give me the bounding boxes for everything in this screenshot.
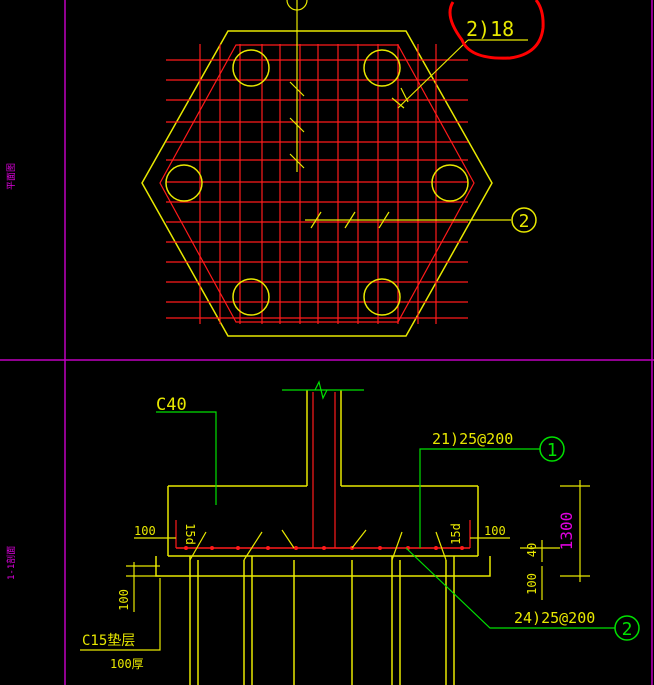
cushion-leader (80, 578, 161, 651)
rebar-dot (294, 546, 298, 550)
rebar-marker-1 (539, 436, 565, 462)
anchor-bar (243, 531, 263, 561)
hexagon-inner-rebar (159, 44, 475, 323)
pile-circle (363, 278, 401, 316)
leader-tick (400, 87, 409, 103)
cushion-sub: 100厚 (110, 657, 144, 671)
rebar-marker-1-label: 1 (547, 440, 558, 461)
dim-100-side-left: 100 (117, 589, 131, 611)
leader-tick (310, 211, 322, 229)
pile-cap-plan: 2 2)18 (141, 0, 545, 337)
leader-tick (391, 97, 405, 109)
rebar-marker-2 (511, 207, 537, 233)
rebar-dot (434, 546, 438, 550)
axis-marker-top (286, 0, 308, 11)
rebar-2-text: 24)25@200 (514, 609, 595, 627)
rebar-marker-2-label: 2 (519, 211, 530, 232)
dim-40-text: 40 (525, 543, 539, 557)
pile-cap-section: C40 21)25@200 1 24)25@200 2 1300 40 100 … (80, 380, 640, 685)
rebar-dot (378, 546, 382, 550)
dim-15d-right: 15d (449, 523, 463, 545)
anchor-bar (435, 531, 447, 561)
leader-tick (289, 81, 305, 97)
rebar-grid-horizontal (166, 59, 468, 319)
section-side-label: 1-1剖面 (5, 546, 17, 580)
dim-15d-left: 15d (183, 523, 197, 545)
rebar-marker-2-section (614, 615, 640, 641)
rebar-dots (184, 546, 464, 550)
break-symbol (314, 380, 328, 400)
rebar-dot (184, 546, 188, 550)
dim-100-side-right: 100 (525, 573, 539, 595)
leader-tick (378, 211, 390, 229)
pile-circle (363, 49, 401, 87)
dim-height-text: 1300 (557, 512, 576, 551)
rebar-dot (266, 546, 270, 550)
rebar-grid-vertical (199, 44, 437, 324)
rebar-marker-2-section-label: 2 (622, 619, 633, 640)
callout-leader (397, 39, 469, 109)
dim-100-left: 100 (134, 524, 156, 538)
rebar-dot (210, 546, 214, 550)
piles-section (189, 556, 455, 685)
concrete-grade-label: C40 (156, 395, 187, 415)
rebar-2-leader (405, 547, 615, 629)
pile-circle (431, 164, 469, 202)
anchor-bar (189, 531, 207, 561)
rebar-1-text: 21)25@200 (432, 430, 513, 448)
anchor-bar (281, 529, 295, 549)
cushion-layer (155, 556, 491, 577)
pile-circle (232, 49, 270, 87)
anchor-bars (189, 529, 447, 561)
concrete-grade-leader (156, 411, 217, 505)
callout-top-text: 2)18 (466, 17, 514, 41)
leader-tick (289, 153, 305, 169)
rebar-1-leader (419, 448, 540, 548)
highlight-annotation (448, 0, 545, 60)
anchor-bar (391, 531, 403, 561)
rebar-dot (236, 546, 240, 550)
anchor-bar (351, 529, 367, 549)
cushion-label: C15垫层 (82, 633, 135, 649)
dim-100-right: 100 (484, 524, 506, 538)
pile-circle (165, 164, 203, 202)
hexagon-outline (141, 30, 493, 337)
leader-tick (344, 211, 356, 229)
top-side-label: 平面图 (6, 163, 17, 190)
pile-circle (232, 278, 270, 316)
rebar-dot (322, 546, 326, 550)
rebar-dot (460, 546, 464, 550)
leader-tick (289, 117, 305, 133)
